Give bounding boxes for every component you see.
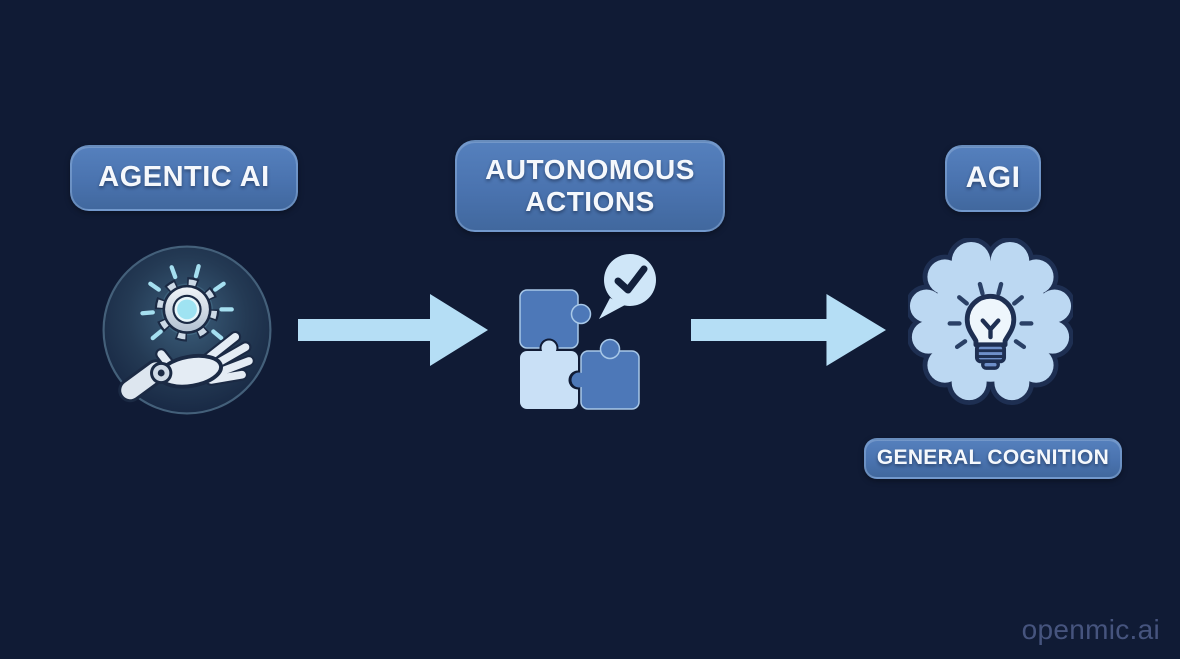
flow-arrow-2	[691, 294, 886, 366]
idea-dashes	[947, 281, 1034, 350]
lightbulb-icon	[964, 293, 1017, 370]
check-bubble-icon	[599, 254, 656, 319]
robot-hand-icon	[118, 330, 255, 403]
label-agi: AGI	[945, 145, 1041, 212]
sparkle-dashes	[140, 264, 234, 341]
puzzle-pieces	[519, 289, 640, 410]
flow-arrow-1	[298, 294, 488, 366]
label-autonomous-actions: AUTONOMOUS ACTIONS	[455, 140, 725, 232]
label-agentic-ai: AGENTIC AI	[70, 145, 298, 211]
label-general-cognition: GENERAL COGNITION	[864, 438, 1122, 479]
brain-lightbulb-icon	[908, 238, 1073, 406]
robot-hand-gear-icon	[102, 245, 272, 415]
watermark: openmic.ai	[1021, 614, 1160, 645]
puzzle-check-icon	[519, 254, 656, 410]
